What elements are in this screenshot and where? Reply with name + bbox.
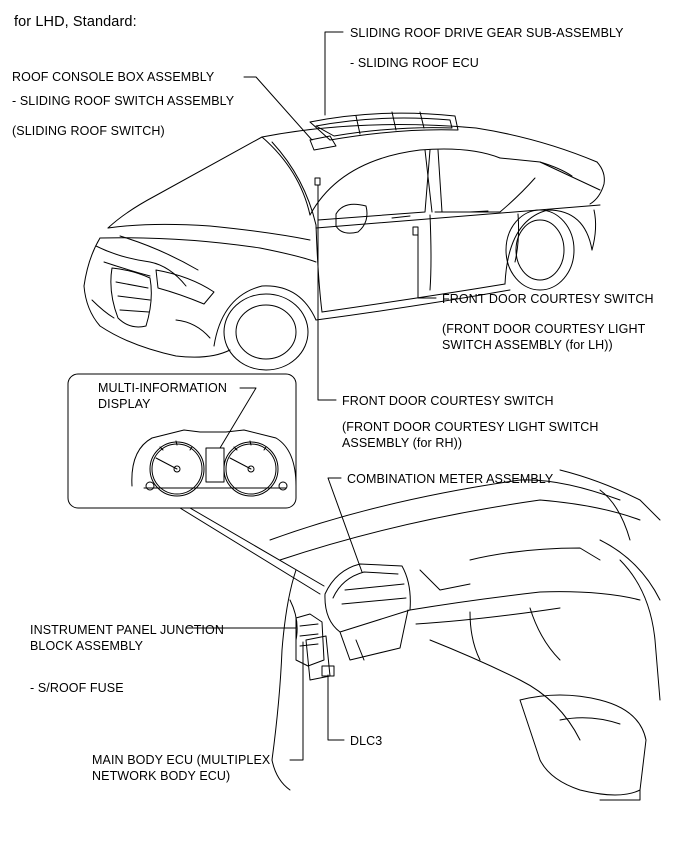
meter-callout: [67, 373, 325, 595]
label-roof-console-box: ROOF CONSOLE BOX ASSEMBLY: [12, 70, 215, 84]
label-front-door-courtesy-rh-detail-line2: ASSEMBLY (for RH)): [342, 436, 463, 450]
label-front-door-courtesy-lh-detail-line1: (FRONT DOOR COURTESY LIGHT: [442, 322, 646, 336]
diagram-caption: for LHD, Standard:: [14, 14, 137, 30]
label-front-door-courtesy-rh-detail-line1: (FRONT DOOR COURTESY LIGHT SWITCH: [342, 420, 599, 434]
label-sroof-fuse: - S/ROOF FUSE: [30, 681, 124, 695]
label-instrument-panel-junction-block: INSTRUMENT PANEL JUNCTION BLOCK ASSEMBLY: [30, 622, 224, 654]
car-illustration: [83, 111, 605, 371]
label-dlc3: DLC3: [350, 734, 383, 748]
label-sliding-roof-ecu: - SLIDING ROOF ECU: [350, 56, 479, 70]
leader-lines: [185, 31, 437, 761]
label-multi-information-display-line1: MULTI-INFORMATION: [98, 381, 228, 395]
label-multi-information-display: MULTI-INFORMATION DISPLAY: [98, 380, 227, 412]
dashboard-illustration: [269, 469, 661, 801]
label-front-door-courtesy-lh-detail: (FRONT DOOR COURTESY LIGHT SWITCH ASSEMB…: [442, 321, 645, 353]
label-sliding-roof-switch: (SLIDING ROOF SWITCH): [12, 124, 165, 138]
label-instrument-panel-junction-block-line2: BLOCK ASSEMBLY: [30, 639, 144, 653]
label-sliding-roof-drive-gear: SLIDING ROOF DRIVE GEAR SUB-ASSEMBLY: [350, 26, 624, 40]
label-combination-meter: COMBINATION METER ASSEMBLY: [347, 472, 554, 486]
label-instrument-panel-junction-block-line1: INSTRUMENT PANEL JUNCTION: [30, 623, 224, 637]
label-main-body-ecu-line2: NETWORK BODY ECU): [92, 769, 231, 783]
label-main-body-ecu: MAIN BODY ECU (MULTIPLEX NETWORK BODY EC…: [92, 752, 270, 784]
label-main-body-ecu-line1: MAIN BODY ECU (MULTIPLEX: [92, 753, 271, 767]
label-front-door-courtesy-lh: FRONT DOOR COURTESY SWITCH: [442, 292, 654, 306]
label-sliding-roof-switch-assembly: - SLIDING ROOF SWITCH ASSEMBLY: [12, 94, 235, 108]
label-front-door-courtesy-rh-detail: (FRONT DOOR COURTESY LIGHT SWITCH ASSEMB…: [342, 419, 599, 451]
label-front-door-courtesy-rh: FRONT DOOR COURTESY SWITCH: [342, 394, 554, 408]
label-front-door-courtesy-lh-detail-line2: SWITCH ASSEMBLY (for LH)): [442, 338, 613, 352]
label-multi-information-display-line2: DISPLAY: [98, 397, 151, 411]
